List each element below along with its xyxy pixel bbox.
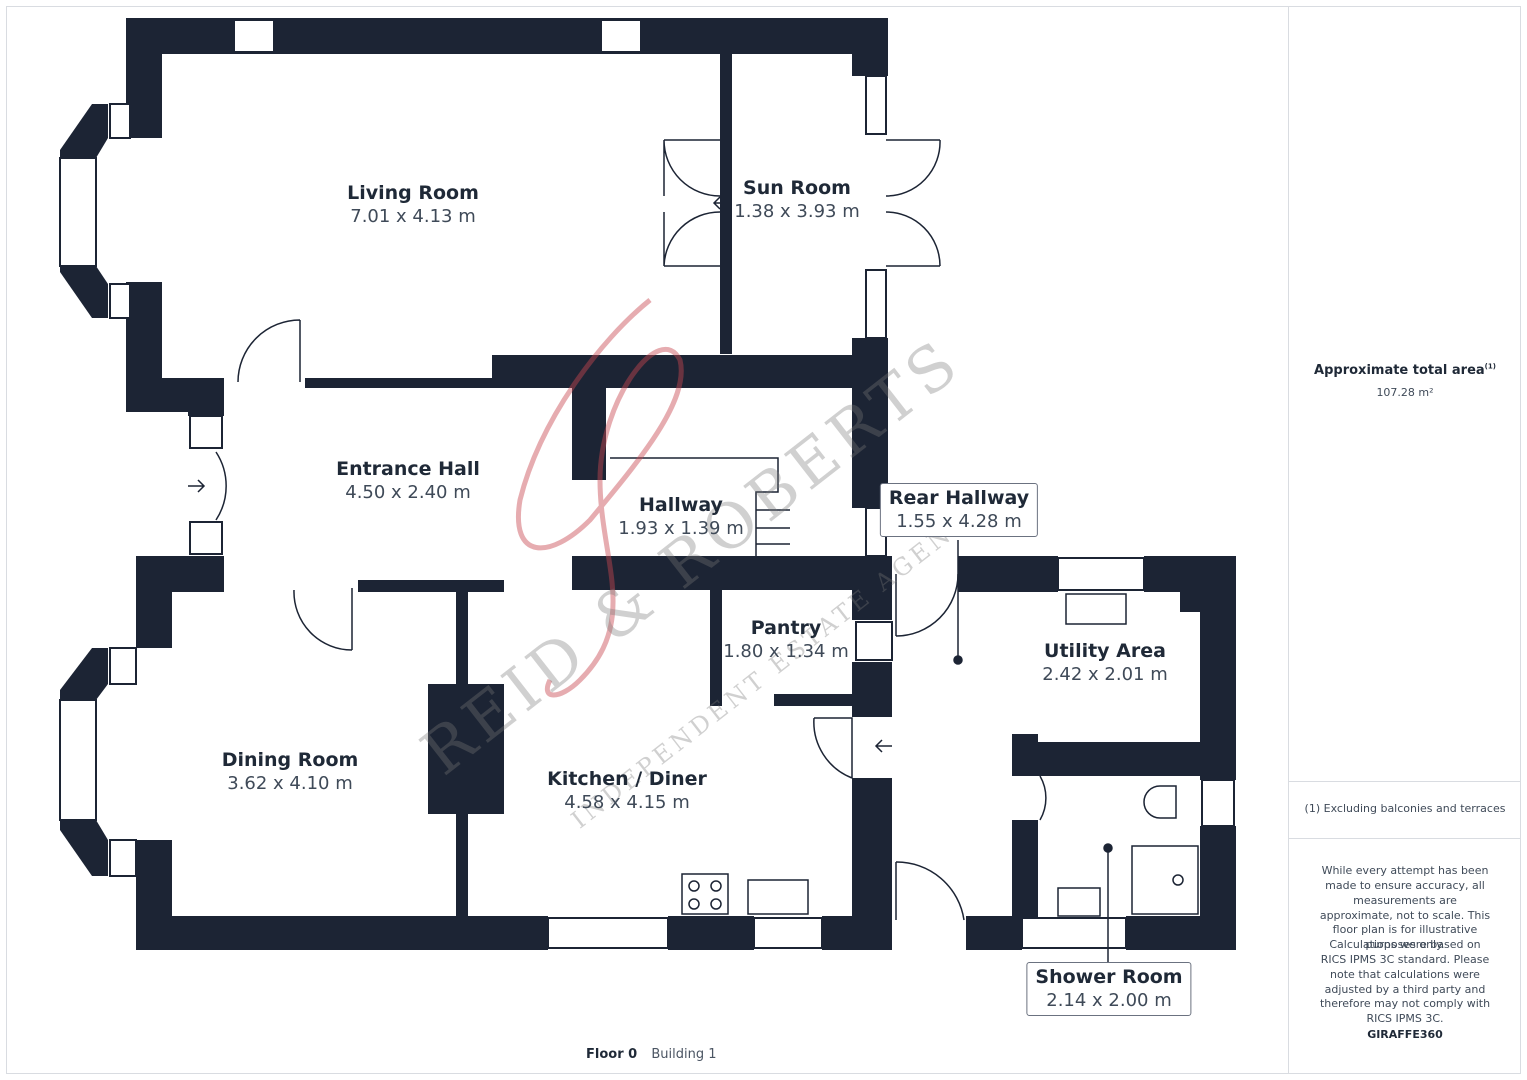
room-rear-hallway: Rear Hallway 1.55 x 4.28 m: [879, 483, 1039, 538]
room-kitchen-diner: Kitchen / Diner 4.58 x 4.15 m: [547, 768, 707, 814]
room-living-room: Living Room 7.01 x 4.13 m: [347, 182, 479, 228]
total-area: Approximate total area(1) 107.28 m²: [1290, 362, 1520, 400]
total-area-label-text: Approximate total area: [1314, 363, 1485, 378]
room-dimensions: 4.50 x 2.40 m: [345, 481, 471, 503]
footnote: (1) Excluding balconies and terraces: [1304, 802, 1506, 815]
sidebar-rule: [1288, 838, 1521, 839]
bay-corners: [60, 104, 108, 876]
room-name: Pantry: [750, 617, 822, 639]
room-name: Dining Room: [221, 749, 359, 771]
room-name: Living Room: [347, 182, 479, 204]
disclaimer-accuracy: While every attempt has been made to ens…: [1319, 864, 1491, 952]
windows: [109, 19, 1235, 949]
disclaimer-calculations: Calculations were based on RICS IPMS 3C …: [1319, 938, 1491, 1026]
room-dimensions: 7.01 x 4.13 m: [350, 205, 476, 227]
room-name: Entrance Hall: [336, 458, 480, 480]
entry-arrows: [188, 196, 892, 753]
room-name: Utility Area: [1044, 640, 1166, 662]
room-name: Kitchen / Diner: [547, 768, 707, 790]
room-dimensions: 3.62 x 4.10 m: [227, 772, 353, 794]
room-name: Sun Room: [743, 177, 851, 199]
footnote-mark: (1): [1484, 362, 1496, 371]
room-dimensions: 2.42 x 2.01 m: [1042, 663, 1168, 685]
room-dimensions: 1.55 x 4.28 m: [896, 510, 1022, 532]
room-hallway: Hallway 1.93 x 1.39 m: [618, 494, 744, 540]
floor-plan: [59, 18, 1236, 962]
fixtures: [429, 593, 1199, 917]
page-frame: [6, 6, 1521, 1074]
floor-caption: Floor 0 Building 1: [586, 1047, 716, 1062]
building-label: Building 1: [651, 1047, 717, 1062]
room-dining-room: Dining Room 3.62 x 4.10 m: [222, 749, 359, 795]
logo-watermark: [516, 298, 684, 698]
room-dimensions: 4.58 x 4.15 m: [564, 791, 690, 813]
label-leaders: [953, 540, 1113, 962]
room-sun-room: Sun Room 1.38 x 3.93 m: [734, 177, 860, 223]
walls: [126, 18, 1236, 950]
room-name: Rear Hallway: [888, 487, 1030, 509]
room-dimensions: 1.93 x 1.39 m: [618, 517, 744, 539]
sidebar-divider: [1288, 6, 1289, 1074]
total-area-value: 107.28 m²: [1376, 385, 1434, 399]
door-swings: [215, 139, 1047, 921]
bay-windows: [59, 157, 97, 821]
floor-label: Floor 0: [586, 1047, 638, 1062]
room-shower-room: Shower Room 2.14 x 2.00 m: [1026, 962, 1192, 1017]
room-utility-area: Utility Area 2.42 x 2.01 m: [1042, 640, 1168, 686]
room-name: Shower Room: [1035, 966, 1183, 988]
room-dimensions: 1.38 x 3.93 m: [734, 200, 860, 222]
room-dimensions: 1.80 x 1.34 m: [723, 640, 849, 662]
total-area-label: Approximate total area(1): [1290, 362, 1520, 380]
room-dimensions: 2.14 x 2.00 m: [1046, 989, 1172, 1011]
sidebar-rule: [1288, 781, 1521, 782]
brand-logo: GIRAFFE360: [1367, 1028, 1443, 1041]
room-name: Hallway: [639, 494, 723, 516]
stairs: [610, 457, 790, 556]
room-pantry: Pantry 1.80 x 1.34 m: [723, 617, 849, 663]
room-entrance-hall: Entrance Hall 4.50 x 2.40 m: [336, 458, 480, 504]
